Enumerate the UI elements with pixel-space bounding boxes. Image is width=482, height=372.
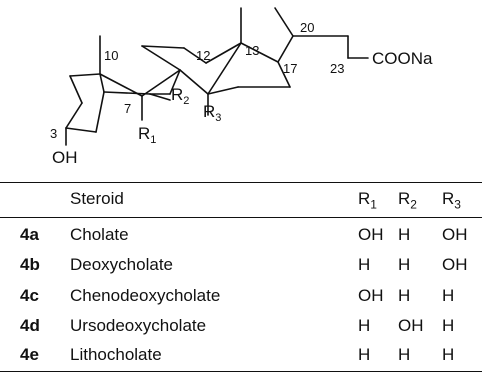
r1-label: R1: [138, 124, 156, 146]
ring-bonds: [65, 42, 291, 133]
row-r3: OH: [442, 225, 468, 244]
row-r1: H: [358, 255, 371, 274]
header-r3: R3: [442, 189, 461, 212]
row-id: 4c: [20, 286, 39, 305]
table-header-rule: [0, 217, 482, 218]
locant-3: 3: [50, 126, 57, 141]
row-r2: H: [398, 225, 411, 244]
row-id: 4e: [20, 345, 39, 364]
row-r1: H: [358, 345, 371, 364]
locant-12: 12: [196, 48, 210, 63]
row-r3: H: [442, 286, 455, 305]
row-r1: OH: [358, 225, 384, 244]
header-r2: R2: [398, 189, 417, 212]
row-r1: H: [358, 316, 371, 335]
row-steroid-name: Deoxycholate: [70, 255, 174, 274]
header-steroid: Steroid: [70, 189, 124, 208]
hydroxyl-label: OH: [52, 148, 78, 167]
side-chain-bonds: [274, 7, 369, 63]
row-r3: OH: [442, 255, 468, 274]
r2-label: R2: [171, 85, 189, 107]
row-r2: OH: [398, 316, 424, 335]
side-chain-label: COONa: [372, 49, 433, 68]
locant-7: 7: [124, 101, 131, 116]
row-r2: H: [398, 345, 411, 364]
substituent-bonds: [65, 7, 242, 146]
row-r2: H: [398, 255, 411, 274]
row-steroid-name: Lithocholate: [70, 345, 162, 364]
row-r2: H: [398, 286, 411, 305]
r3-label: R3: [203, 102, 221, 124]
row-id: 4d: [20, 316, 40, 335]
locant-23: 23: [330, 61, 344, 76]
header-r1: R1: [358, 189, 377, 212]
row-steroid-name: Cholate: [70, 225, 129, 244]
table-top-rule: [0, 182, 482, 183]
row-r3: H: [442, 345, 455, 364]
row-id: 4a: [20, 225, 39, 244]
locant-13: 13: [245, 43, 259, 58]
locant-17: 17: [283, 61, 297, 76]
row-steroid-name: Ursodeoxycholate: [70, 316, 207, 335]
steroid-structure: 10 12 13 20 17 23 7 3 COONa OH R1 R2 R3: [50, 7, 433, 167]
locant-20: 20: [300, 20, 314, 35]
row-r1: OH: [358, 286, 384, 305]
row-r3: H: [442, 316, 455, 335]
row-steroid-name: Chenodeoxycholate: [70, 286, 221, 305]
row-id: 4b: [20, 255, 40, 274]
locant-10: 10: [104, 48, 118, 63]
